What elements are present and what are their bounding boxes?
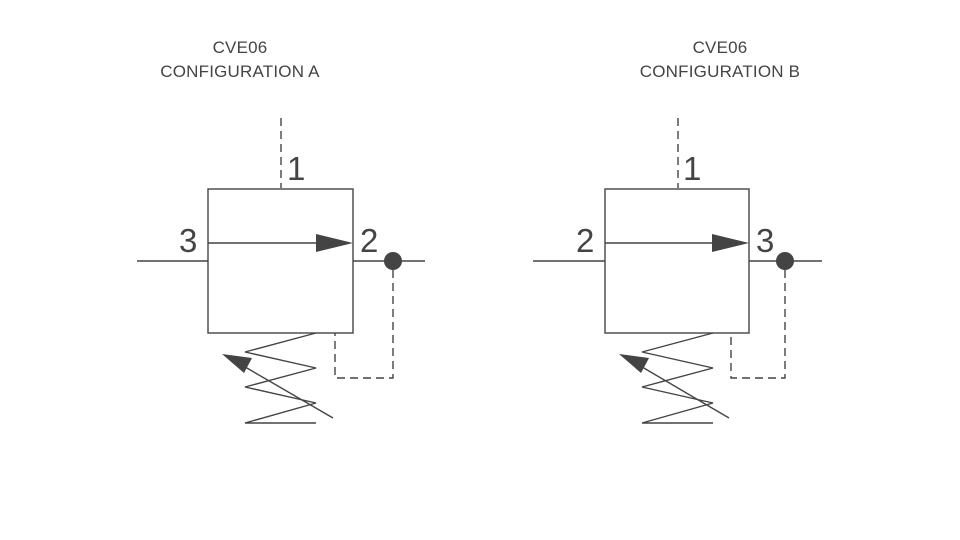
port-label-right: 3 [756,222,774,259]
port-label-left: 3 [179,222,197,259]
pilot-line-loop [334,270,394,379]
adjust-arrow-shaft [636,363,730,419]
title-model: CVE06 [212,38,268,57]
spring [641,332,714,424]
valve-body [207,188,354,334]
diagram-title: CVE06 CONFIGURATION B [480,36,960,84]
diagram-configuration-a: CVE06 CONFIGURATION A 1 3 2 [0,36,480,424]
junction-dot [384,252,402,270]
port-label-left: 2 [576,222,594,259]
diagram-configuration-b: CVE06 CONFIGURATION B 1 2 3 [480,0,960,540]
flow-arrow-head [316,234,353,252]
adjust-arrow-head [222,354,252,373]
flow-arrow-head [712,234,749,252]
port-label-top: 1 [287,150,305,187]
junction-dot [776,252,794,270]
port-label-top: 1 [683,150,701,187]
valve-symbol: 1 2 3 [533,118,822,424]
spring [244,332,317,424]
valve-body [604,188,750,334]
pilot-line-loop [730,270,786,379]
valve-symbol: 1 3 2 [137,118,425,424]
title-model: CVE06 [692,38,748,57]
title-configuration: CONFIGURATION A [160,62,320,81]
adjust-arrow-shaft [239,363,334,419]
title-configuration: CONFIGURATION B [639,62,801,81]
port-label-right: 2 [360,222,378,259]
adjust-arrow-head [619,354,649,373]
diagram-title: CVE06 CONFIGURATION A [0,36,480,84]
